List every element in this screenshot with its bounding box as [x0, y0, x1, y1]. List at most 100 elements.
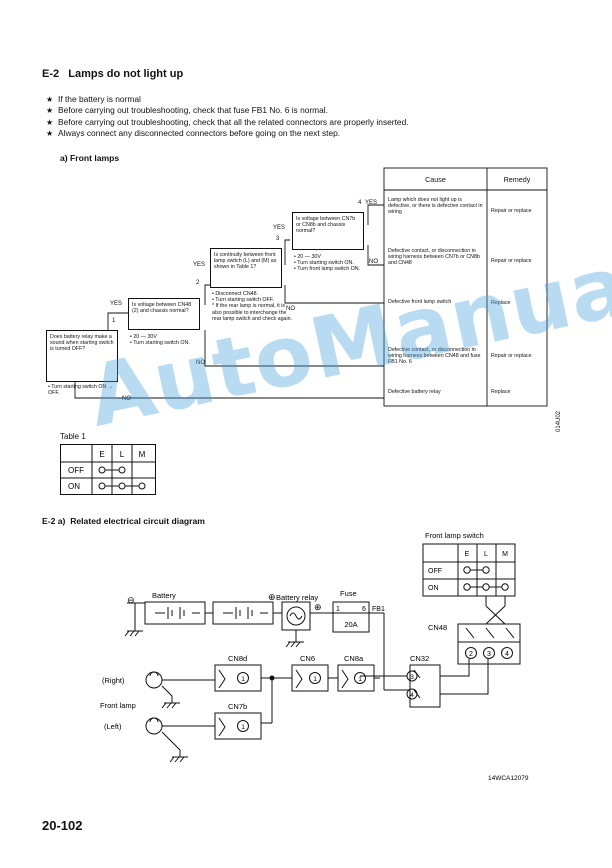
- subsection-title: a) Front lamps: [60, 153, 120, 163]
- pin-label: 2: [469, 651, 473, 658]
- note-text: 20 — 30V: [133, 334, 157, 340]
- bullet-item: Always connect any disconnected connecto…: [46, 128, 409, 140]
- switch-col: M: [502, 551, 508, 558]
- question-text: Is continuity between front lamp switch …: [214, 252, 277, 271]
- page-number: 20-102: [42, 818, 83, 833]
- pin-label: 1: [358, 676, 362, 683]
- right-lamp-label: (Right): [102, 676, 125, 685]
- cause-cell: Defective battery relay: [388, 389, 441, 395]
- no-label: NO: [369, 259, 378, 265]
- note-text: Turn starting switch ON → OFF.: [48, 384, 114, 397]
- step-number: 3: [276, 236, 280, 242]
- fuse-pin: 1: [336, 606, 340, 613]
- switch-col: E: [465, 551, 470, 558]
- no-label: NO: [286, 306, 295, 312]
- section-number: E-2: [42, 68, 60, 80]
- table1-col: M: [139, 450, 146, 459]
- note-text: If the rear lamp is normal, it is also p…: [212, 303, 293, 322]
- cause-cell: Defective contact, or disconnection in w…: [388, 347, 481, 366]
- pin-label: 4: [505, 651, 509, 658]
- diagram-code: 14WCA12079: [488, 775, 529, 782]
- yes-label: YES: [273, 225, 286, 231]
- switch-row: ON: [428, 585, 439, 592]
- cause-header: Cause: [425, 175, 446, 184]
- switch-row: OFF: [428, 568, 442, 575]
- table1: E L M OFF ON: [60, 444, 156, 495]
- step-number: 2: [196, 280, 200, 286]
- cn6-label: CN6: [300, 654, 315, 663]
- table1-col: E: [99, 450, 104, 459]
- remedy-header: Remedy: [503, 175, 531, 184]
- question-box-2: Is voltage between CN48 (2) and chassis …: [128, 298, 200, 330]
- left-lamp-label: (Left): [104, 722, 122, 731]
- diagram-heading-prefix: E-2 a): [42, 516, 66, 526]
- cn7b-label: CN7b: [228, 702, 247, 711]
- bullet-item: If the battery is normal: [46, 94, 409, 106]
- question-notes: • 20 — 30V • Turn starting switch ON. • …: [294, 254, 361, 273]
- question-notes: • 20 — 30V • Turn starting switch ON.: [130, 334, 190, 347]
- step-number: 4: [358, 200, 362, 206]
- yes-label: YES: [365, 200, 378, 206]
- bullet-item: Before carrying out troubleshooting, che…: [46, 105, 409, 117]
- no-label: NO: [122, 396, 131, 402]
- pin-label: 3: [410, 674, 414, 681]
- minus-sign: ⊖: [127, 595, 135, 605]
- table1-col: L: [120, 450, 125, 459]
- yes-label: YES: [110, 301, 123, 307]
- cause-cell: Lamp which does not light up is defectiv…: [388, 197, 483, 216]
- bullet-item: Before carrying out troubleshooting, che…: [46, 117, 409, 129]
- diagram-heading: E-2 a) Related electrical circuit diagra…: [42, 516, 205, 526]
- no-label: NO: [196, 360, 205, 366]
- fuse-label: Fuse: [340, 589, 357, 598]
- note-text: 20 — 30V: [297, 254, 321, 260]
- battery-relay-label: Battery relay: [276, 593, 318, 602]
- question-text: Is voltage between CN48 (2) and chassis …: [132, 302, 192, 315]
- step-number: 1: [112, 318, 116, 324]
- remedy-cell: Repair or replace: [491, 353, 532, 359]
- cn48-label: CN48: [428, 623, 447, 632]
- cn8d-label: CN8d: [228, 654, 247, 663]
- question-text: Does battery relay make a sound when sta…: [50, 334, 114, 353]
- question-notes: • Disconnect CN48. • Turn starting switc…: [212, 291, 293, 322]
- section-heading: Lamps do not light up: [68, 68, 184, 80]
- fuse-pin: 6: [362, 606, 366, 613]
- note-text: Disconnect CN48.: [215, 291, 259, 297]
- remedy-cell: Repair or replace: [491, 208, 532, 214]
- fuse-rating: 20A: [344, 620, 357, 629]
- pin-label: 1: [313, 676, 317, 683]
- table1-row: ON: [68, 482, 80, 491]
- cn32-label: CN32: [410, 654, 429, 663]
- remedy-cell: Replace: [491, 300, 511, 306]
- table1-row: OFF: [68, 466, 84, 475]
- question-box-4: Is voltage between CN7b or CN8b and chas…: [292, 212, 364, 250]
- switch-title: Front lamp switch: [425, 531, 484, 540]
- yes-label: YES: [193, 262, 206, 268]
- precondition-list: If the battery is normal Before carrying…: [46, 94, 409, 140]
- battery-label: Battery: [152, 591, 176, 600]
- table1-title: Table 1: [60, 432, 86, 441]
- pin-label: 1: [241, 724, 245, 731]
- plus-sign: ⊕: [268, 592, 276, 602]
- switch-col: L: [484, 551, 488, 558]
- cause-cell: Defective contact, or disconnection in w…: [388, 248, 480, 267]
- note-text: Turn front lamp switch ON.: [297, 266, 361, 273]
- remedy-cell: Repair or replace: [491, 258, 532, 264]
- front-lamp-label: Front lamp: [100, 701, 136, 710]
- note-text: Turn starting switch OFF.: [215, 297, 274, 304]
- remedy-cell: Replace: [491, 389, 511, 395]
- question-box-1: Does battery relay make a sound when sta…: [46, 330, 118, 382]
- fuse-id: FB1: [372, 606, 385, 613]
- cn8a-label: CN8a: [344, 654, 364, 663]
- cause-cell: Defective front lamp switch: [388, 299, 452, 305]
- note-text: Turn starting switch ON.: [297, 260, 354, 267]
- plus-sign: ⊕: [314, 602, 322, 612]
- question-note: • Turn starting switch ON → OFF.: [48, 384, 114, 397]
- diagram-heading-text: Related electrical circuit diagram: [70, 516, 205, 526]
- question-box-3: Is continuity between front lamp switch …: [210, 248, 282, 288]
- pin-label: 4: [410, 692, 414, 699]
- pin-label: 3: [487, 651, 491, 658]
- note-text: Turn starting switch ON.: [133, 340, 190, 347]
- section-title: E-2 Lamps do not light up: [42, 68, 183, 80]
